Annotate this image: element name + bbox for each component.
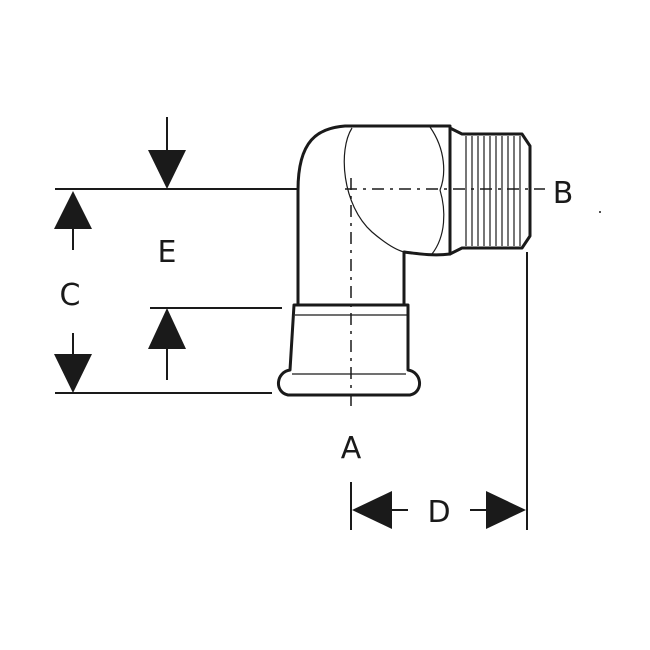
elbow-body [296, 124, 452, 307]
dimension-d: D [352, 491, 526, 530]
bend-inner-curve [343, 127, 405, 253]
hex-curve-upper [429, 126, 445, 191]
socket-outline [277, 303, 421, 397]
e-bottom-arrow-icon [148, 308, 186, 349]
dimension-c: C [54, 191, 92, 393]
thread-lines [465, 136, 521, 246]
label-a: A [341, 431, 362, 466]
d-right-arrow-icon [486, 491, 526, 529]
d-left-arrow-icon [352, 491, 392, 529]
label-e: E [158, 235, 177, 270]
c-bottom-arrow-icon [54, 354, 92, 393]
hex-curve-lower [431, 189, 445, 255]
label-d: D [427, 495, 450, 530]
label-c: C [60, 278, 81, 313]
dimension-e: E [148, 117, 186, 380]
stray-dot [599, 211, 601, 213]
press-socket [277, 303, 421, 397]
elbow-outline [296, 124, 452, 307]
e-top-arrow-icon [148, 150, 186, 189]
threaded-end [448, 126, 532, 256]
label-b: B [553, 176, 574, 211]
c-top-arrow-icon [54, 191, 92, 229]
